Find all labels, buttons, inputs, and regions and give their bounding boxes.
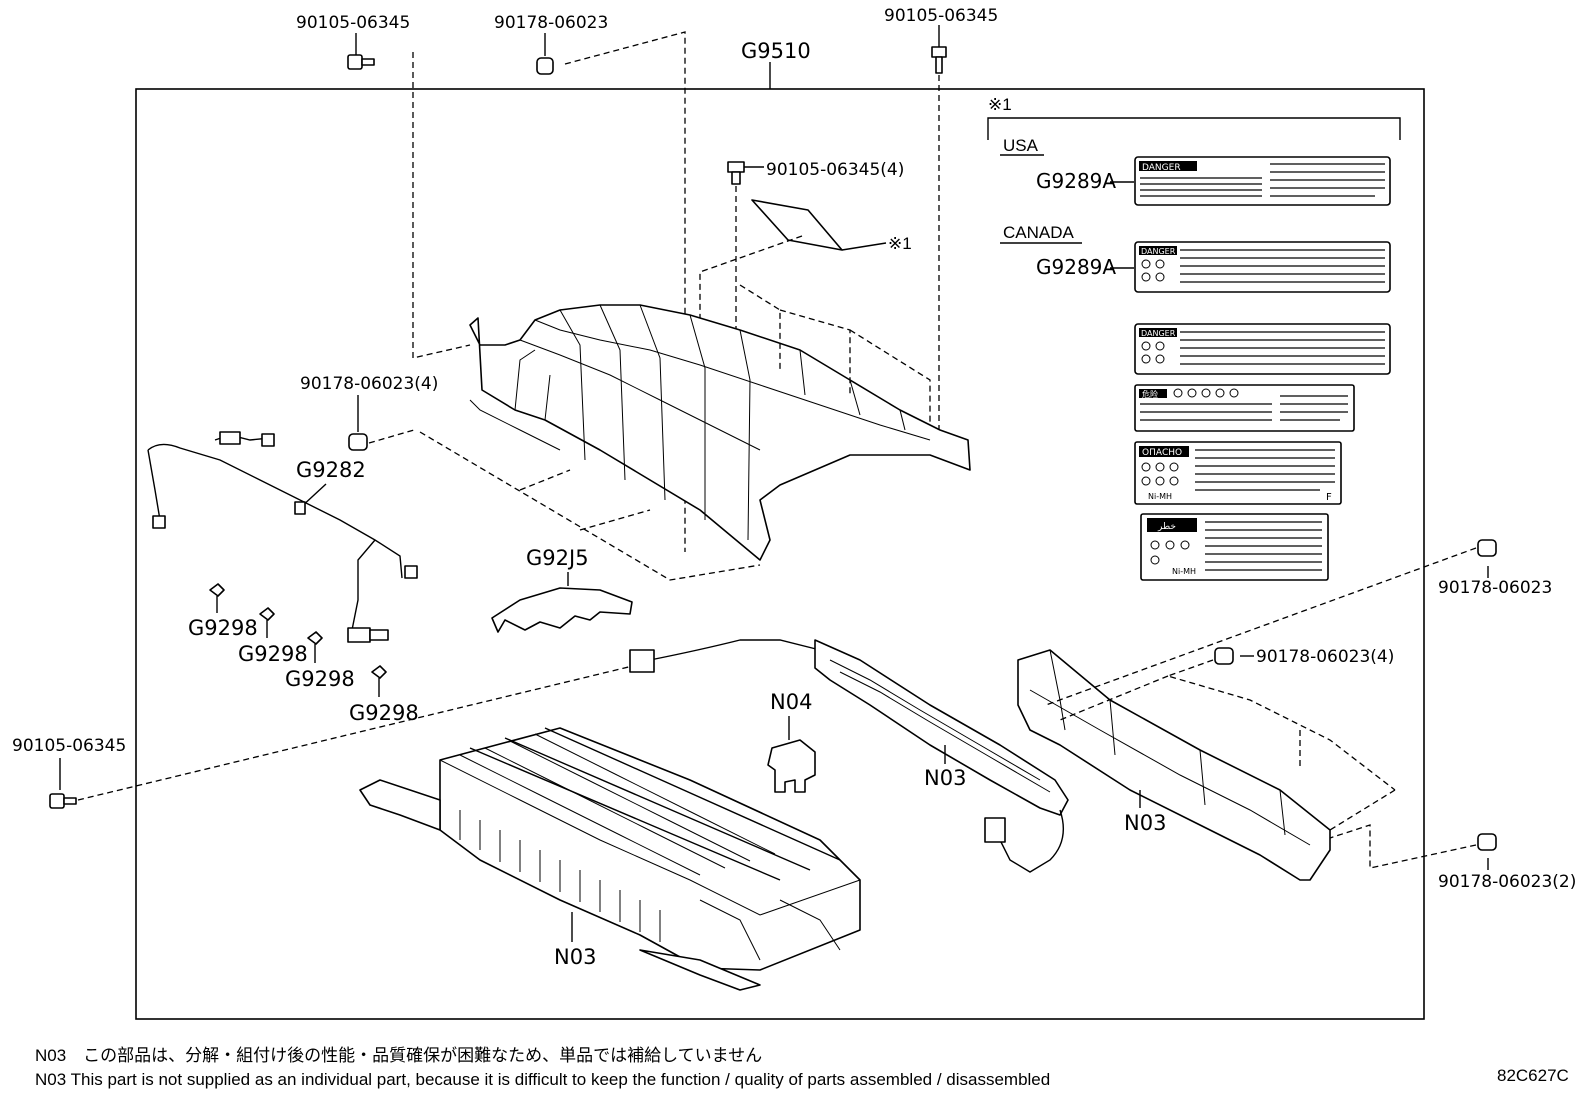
footer-note-en: N03 This part is not supplied as an indi… bbox=[35, 1070, 1050, 1089]
warning-label-5: ОПАСНО Ni-MH F bbox=[1134, 441, 1342, 505]
junction-block bbox=[629, 639, 1069, 873]
callout-nut-left-4[interactable]: 90178-06023(4) bbox=[300, 374, 438, 394]
assembly-frame bbox=[135, 88, 1425, 1020]
battery-stack bbox=[359, 727, 861, 991]
callout-connector[interactable]: N04 bbox=[770, 690, 812, 714]
clip-icon bbox=[307, 631, 323, 663]
svg-text:DANGER: DANGER bbox=[1142, 163, 1181, 173]
bolt-icon bbox=[49, 793, 77, 809]
callout-top-bolt-left[interactable]: 90105-06345 bbox=[296, 13, 410, 33]
svg-text:DANGER: DANGER bbox=[1141, 247, 1176, 256]
bolt-icon bbox=[727, 161, 764, 185]
clip-icon bbox=[371, 665, 387, 697]
warning-label-3: DANGER bbox=[1134, 323, 1391, 375]
clip-icon bbox=[209, 583, 225, 613]
callout-battery-stack[interactable]: N03 bbox=[554, 945, 596, 969]
svg-text:Ni-MH: Ni-MH bbox=[1172, 567, 1196, 576]
callout-main-assembly[interactable]: G9510 bbox=[741, 39, 811, 63]
callout-bracket[interactable]: G92J5 bbox=[526, 546, 589, 570]
nut-icon bbox=[1477, 539, 1497, 557]
svg-text:DANGER: DANGER bbox=[1141, 329, 1176, 338]
callout-clamp-3[interactable]: G9298 bbox=[285, 667, 355, 691]
bolt-icon bbox=[347, 33, 375, 70]
bracket bbox=[491, 587, 633, 633]
callout-label-ref[interactable]: ※1 bbox=[888, 234, 912, 253]
callout-bolt-lower-left[interactable]: 90105-06345 bbox=[12, 736, 126, 756]
svg-text:危险: 危险 bbox=[1142, 389, 1158, 399]
svg-text:Ni-MH: Ni-MH bbox=[1148, 492, 1172, 501]
labels-ref-mark: ※1 bbox=[988, 95, 1012, 114]
nut-icon bbox=[536, 33, 554, 75]
callout-nut-right-top[interactable]: 90178-06023 bbox=[1438, 578, 1552, 598]
label-usa-code[interactable]: G9289A bbox=[1036, 169, 1116, 193]
callout-clamp-2[interactable]: G9298 bbox=[238, 642, 308, 666]
connector bbox=[767, 739, 816, 793]
warning-label-4: 危险 bbox=[1134, 384, 1355, 432]
svg-text:خطر: خطر bbox=[1157, 522, 1176, 532]
nut-icon bbox=[348, 433, 368, 451]
bolt-icon bbox=[931, 25, 947, 74]
callout-nut-right-2[interactable]: 90178-06023(2) bbox=[1438, 872, 1576, 892]
footer-note-jp: N03 この部品は、分解・組付け後の性能・品質確保が困難なため、単品では補給して… bbox=[35, 1046, 762, 1065]
callout-clamp-4[interactable]: G9298 bbox=[349, 701, 419, 725]
callout-nut-right-4[interactable]: 90178-06023(4) bbox=[1256, 647, 1394, 667]
callout-junction-block[interactable]: N03 bbox=[924, 766, 966, 790]
callout-wire-harness[interactable]: G9282 bbox=[296, 458, 366, 482]
clip-icon bbox=[259, 607, 275, 638]
upper-cover bbox=[469, 304, 971, 561]
callout-frame[interactable]: N03 bbox=[1124, 811, 1166, 835]
warning-label-6: خطر Ni-MH bbox=[1140, 513, 1329, 581]
warning-label-canada: DANGER bbox=[1134, 241, 1391, 293]
svg-text:F: F bbox=[1326, 492, 1332, 503]
callout-cover-bolt[interactable]: 90105-06345(4) bbox=[766, 160, 904, 180]
label-canada-code[interactable]: G9289A bbox=[1036, 255, 1116, 279]
label-sticker bbox=[751, 199, 843, 251]
callout-clamp-1[interactable]: G9298 bbox=[188, 616, 258, 640]
label-canada-country: CANADA bbox=[1003, 223, 1075, 242]
callout-top-nut[interactable]: 90178-06023 bbox=[494, 13, 608, 33]
nut-icon bbox=[1477, 833, 1497, 851]
frame bbox=[1017, 649, 1331, 881]
wire-harness bbox=[147, 431, 418, 643]
warning-label-usa: DANGER bbox=[1134, 156, 1391, 206]
callout-top-bolt-right[interactable]: 90105-06345 bbox=[884, 6, 998, 26]
label-usa-country: USA bbox=[1003, 136, 1039, 155]
svg-text:ОПАСНО: ОПАСНО bbox=[1142, 448, 1182, 458]
figure-ref: 82C627C bbox=[1497, 1066, 1569, 1085]
nut-icon bbox=[1214, 647, 1234, 665]
